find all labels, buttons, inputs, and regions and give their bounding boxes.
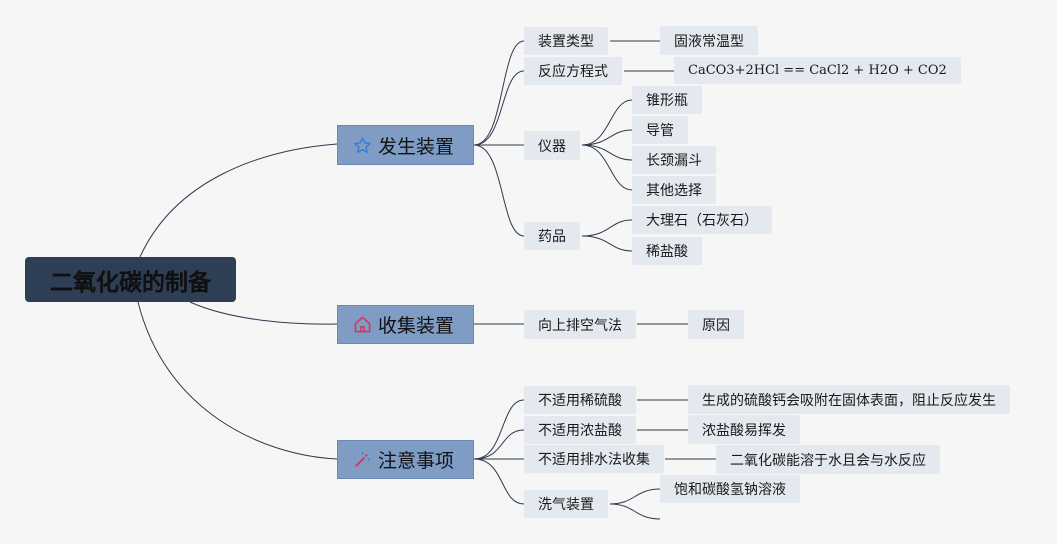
subtopic-collection-method[interactable]: 向上排空气法 bbox=[524, 310, 636, 339]
subtopic-collection-method-label: 向上排空气法 bbox=[538, 317, 622, 334]
note-item-label: 不适用排水法收集 bbox=[538, 452, 650, 468]
link-notes-1 bbox=[473, 399, 525, 460]
note-item-detail[interactable]: 浓盐酸易挥发 bbox=[688, 415, 800, 444]
collection-method-value[interactable]: 原因 bbox=[688, 310, 744, 339]
instrument-item-label: 锥形瓶 bbox=[646, 93, 688, 109]
reagent-item[interactable]: 稀盐酸 bbox=[632, 237, 702, 265]
subtopic-reagents-label: 药品 bbox=[538, 229, 566, 245]
device-type-value[interactable]: 固液常温型 bbox=[660, 26, 758, 55]
link-reag-2 bbox=[581, 235, 633, 252]
collection-method-value-label: 原因 bbox=[702, 317, 730, 334]
note-item[interactable]: 洗气装置 bbox=[524, 490, 608, 518]
note-item-label: 不适用浓盐酸 bbox=[538, 423, 622, 439]
note-item-detail-label: 浓盐酸易挥发 bbox=[702, 422, 786, 439]
link-instr-1 bbox=[581, 99, 633, 146]
instrument-item[interactable]: 锥形瓶 bbox=[632, 86, 702, 114]
note-item-detail[interactable]: 生成的硫酸钙会吸附在固体表面，阻止反应发生 bbox=[688, 385, 1010, 414]
link-instr-4 bbox=[581, 144, 633, 191]
reaction-equation-label: CaCO3+2HCl == CaCl2 + H2O + CO2 bbox=[688, 63, 947, 78]
instrument-item-label: 其他选择 bbox=[646, 183, 702, 199]
link-instr-3 bbox=[581, 144, 633, 161]
note-item-detail-label: 生成的硫酸钙会吸附在固体表面，阻止反应发生 bbox=[702, 392, 996, 409]
reagent-item-label: 大理石（石灰石） bbox=[646, 213, 758, 229]
instrument-item-label: 导管 bbox=[646, 123, 674, 139]
link-gen-reagents bbox=[473, 144, 525, 237]
root-topic-label: 二氧化碳的制备 bbox=[50, 269, 211, 296]
star-icon bbox=[352, 135, 372, 155]
instrument-item[interactable]: 其他选择 bbox=[632, 176, 716, 204]
note-item[interactable]: 不适用稀硫酸 bbox=[524, 386, 636, 414]
instrument-item[interactable]: 长颈漏斗 bbox=[632, 146, 716, 174]
branch-collection[interactable]: 收集装置 bbox=[337, 305, 474, 344]
subtopic-instruments[interactable]: 仪器 bbox=[524, 131, 580, 160]
subtopic-reaction[interactable]: 反应方程式 bbox=[524, 57, 622, 85]
subtopic-instruments-label: 仪器 bbox=[538, 138, 566, 155]
note-item-detail[interactable]: 饱和碳酸氢钠溶液 bbox=[660, 475, 800, 503]
link-notes-4 bbox=[473, 458, 525, 505]
link-instr-2 bbox=[581, 129, 633, 146]
reaction-equation[interactable]: CaCO3+2HCl == CaCl2 + H2O + CO2 bbox=[674, 57, 961, 84]
link-reag-1 bbox=[581, 219, 633, 237]
root-topic[interactable]: 二氧化碳的制备 bbox=[25, 257, 236, 302]
link-notes-2 bbox=[473, 429, 525, 460]
link-root-generation bbox=[139, 143, 338, 258]
note-item[interactable]: 不适用浓盐酸 bbox=[524, 416, 636, 444]
note-item-detail-label: 二氧化碳能溶于水且会与水反应 bbox=[730, 452, 926, 469]
note-item-label: 不适用稀硫酸 bbox=[538, 393, 622, 409]
note-item-detail[interactable]: 二氧化碳能溶于水且会与水反应 bbox=[716, 445, 940, 474]
link-root-notes bbox=[137, 301, 338, 460]
branch-notes[interactable]: 注意事项 bbox=[337, 440, 474, 479]
subtopic-reagents[interactable]: 药品 bbox=[524, 222, 580, 250]
home-icon bbox=[352, 315, 372, 335]
link-gen-reaction bbox=[473, 70, 525, 146]
note-item-detail-label: 饱和碳酸氢钠溶液 bbox=[674, 482, 786, 498]
link-gen-devicetype bbox=[473, 40, 525, 146]
branch-collection-label: 收集装置 bbox=[378, 315, 455, 337]
instrument-item[interactable]: 导管 bbox=[632, 116, 688, 144]
link-root-collection bbox=[189, 301, 338, 325]
note-item-label: 洗气装置 bbox=[538, 497, 594, 513]
link-note4-value bbox=[609, 488, 661, 505]
link-note4-empty bbox=[609, 503, 661, 520]
device-type-value-label: 固液常温型 bbox=[674, 33, 744, 50]
magic-wand-icon bbox=[352, 450, 372, 470]
branch-generation-label: 发生装置 bbox=[378, 135, 455, 158]
subtopic-device-type[interactable]: 装置类型 bbox=[524, 27, 608, 55]
branch-generation[interactable]: 发生装置 bbox=[337, 125, 474, 165]
reagent-item[interactable]: 大理石（石灰石） bbox=[632, 206, 772, 234]
branch-notes-label: 注意事项 bbox=[378, 450, 455, 472]
instrument-item-label: 长颈漏斗 bbox=[646, 153, 702, 169]
reagent-item-label: 稀盐酸 bbox=[646, 244, 688, 260]
subtopic-reaction-label: 反应方程式 bbox=[538, 64, 608, 80]
subtopic-device-type-label: 装置类型 bbox=[538, 34, 594, 50]
note-item[interactable]: 不适用排水法收集 bbox=[524, 445, 664, 473]
